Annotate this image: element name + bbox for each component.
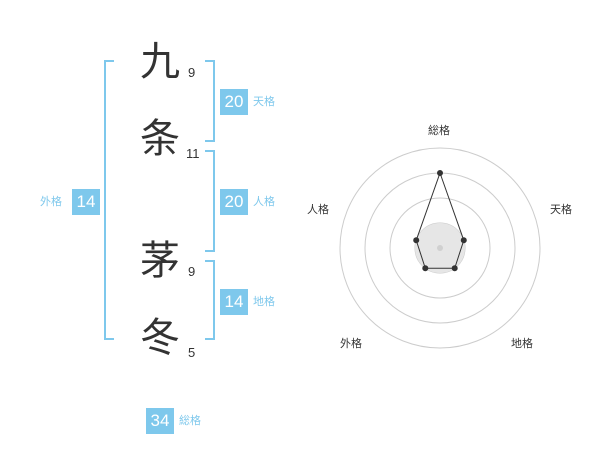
soukaku-label: 総格: [179, 414, 201, 427]
radar-point-5: [413, 237, 420, 244]
name-char-2: 条: [140, 116, 180, 162]
radar-point-1: [437, 170, 443, 176]
radar-point-4: [422, 265, 429, 272]
radar-axis-label-chikaku: 地格: [511, 337, 533, 350]
jinkaku-label: 人格: [253, 195, 275, 208]
gaikaku-value: 14: [72, 189, 100, 215]
radar-ring-4: [339, 147, 541, 349]
chikaku-bracket: [205, 260, 215, 340]
jinkaku-bracket: [205, 150, 215, 252]
name-char-4: 冬: [140, 315, 180, 361]
radar-axis-label-soukaku: 総格: [428, 124, 450, 137]
stroke-count-1: 9: [188, 65, 196, 80]
radar-series-line: [415, 171, 465, 269]
radar-axis-label-jinkaku: 人格: [307, 203, 329, 216]
radar-axis-label-tenkaku: 天格: [550, 203, 572, 216]
stroke-count-2: 11: [186, 146, 200, 161]
chikaku-label: 地格: [253, 295, 275, 308]
tenkaku-bracket: [205, 60, 215, 142]
stroke-count-4: 5: [188, 345, 196, 360]
tenkaku-value: 20: [220, 89, 248, 115]
gaikaku-bracket: [104, 60, 114, 340]
tenkaku-label: 天格: [253, 95, 275, 108]
name-char-3: 茅: [140, 238, 180, 284]
radar-point-3: [451, 265, 458, 272]
stroke-count-3: 9: [188, 264, 196, 279]
radar-point-2: [460, 237, 467, 244]
radar-center-dot: [437, 245, 443, 251]
name-char-1: 九: [140, 39, 180, 85]
jinkaku-value: 20: [220, 189, 248, 215]
gaikaku-label: 外格: [40, 195, 62, 208]
radar-axis-label-gaikaku: 外格: [340, 337, 362, 350]
chikaku-value: 14: [220, 289, 248, 315]
radar-ring-2: [389, 197, 491, 299]
soukaku-value: 34: [146, 408, 174, 434]
